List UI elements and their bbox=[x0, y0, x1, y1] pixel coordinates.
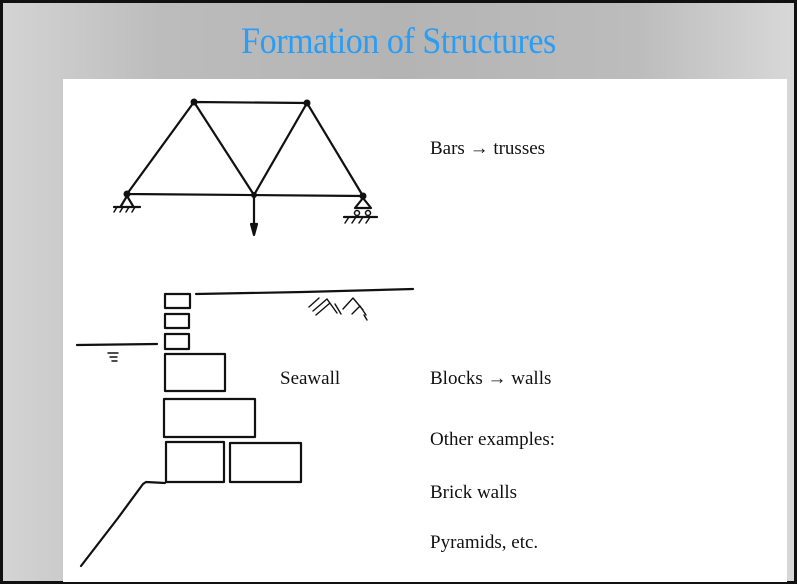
load-arrow-icon bbox=[249, 195, 259, 237]
walls-caption: Blocks → walls bbox=[430, 368, 552, 389]
content-panel bbox=[63, 79, 787, 582]
example-item: Pyramids, etc. bbox=[430, 532, 539, 553]
slide-title: Formation of Structures bbox=[241, 21, 556, 62]
seawall-label: Seawall bbox=[280, 368, 341, 389]
drawings bbox=[75, 98, 415, 568]
example-item: Brick walls bbox=[430, 482, 518, 503]
seawall-diagram bbox=[75, 287, 415, 568]
truss-diagram bbox=[112, 98, 379, 237]
truss-caption: Bars → trusses bbox=[430, 138, 546, 159]
roller-support-icon bbox=[342, 196, 379, 224]
pin-support-icon bbox=[112, 194, 142, 213]
other-examples-heading: Other examples: bbox=[430, 429, 556, 450]
